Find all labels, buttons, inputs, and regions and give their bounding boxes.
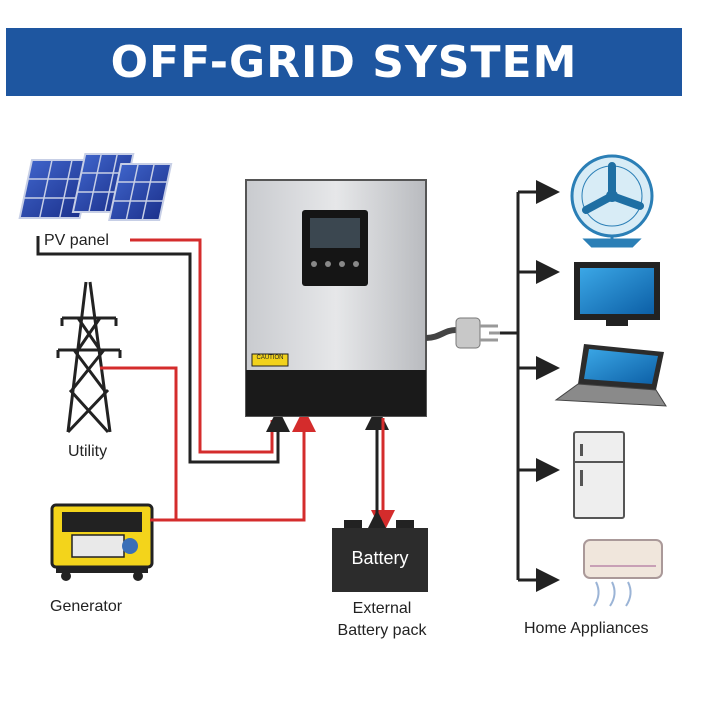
- external-battery-caption-line2: Battery pack: [337, 622, 427, 639]
- utility-generator-wires: [100, 366, 316, 522]
- fan-icon: [570, 154, 654, 248]
- caution-sticker-label: CAUTION: [256, 355, 284, 361]
- generator-icon: [50, 503, 154, 581]
- tv-icon: [574, 262, 660, 326]
- utility-tower-icon: [56, 281, 122, 434]
- inverter-icon: [245, 179, 427, 417]
- generator-label: Generator: [50, 598, 123, 615]
- pv-wires: [36, 236, 290, 464]
- load-bus: [500, 180, 560, 592]
- pv-panel-icon: [18, 153, 173, 221]
- battery-icon: [332, 520, 428, 592]
- page-title: OFF-GRID SYSTEM: [110, 36, 578, 88]
- pv-panel-label: PV panel: [44, 232, 128, 250]
- laptop-icon: [554, 344, 667, 407]
- external-battery-caption-line1: External: [352, 600, 412, 617]
- utility-label: Utility: [68, 443, 108, 460]
- home-appliances-label: Home Appliances: [524, 620, 649, 637]
- battery-wires: [365, 406, 395, 534]
- fridge-icon: [573, 431, 625, 519]
- power-plug-icon: [425, 317, 502, 349]
- battery-label: Battery: [351, 548, 409, 568]
- title-banner: OFF-GRID SYSTEM: [6, 28, 682, 96]
- external-battery-caption: External Battery pack: [322, 598, 442, 642]
- air-conditioner-icon: [583, 539, 663, 607]
